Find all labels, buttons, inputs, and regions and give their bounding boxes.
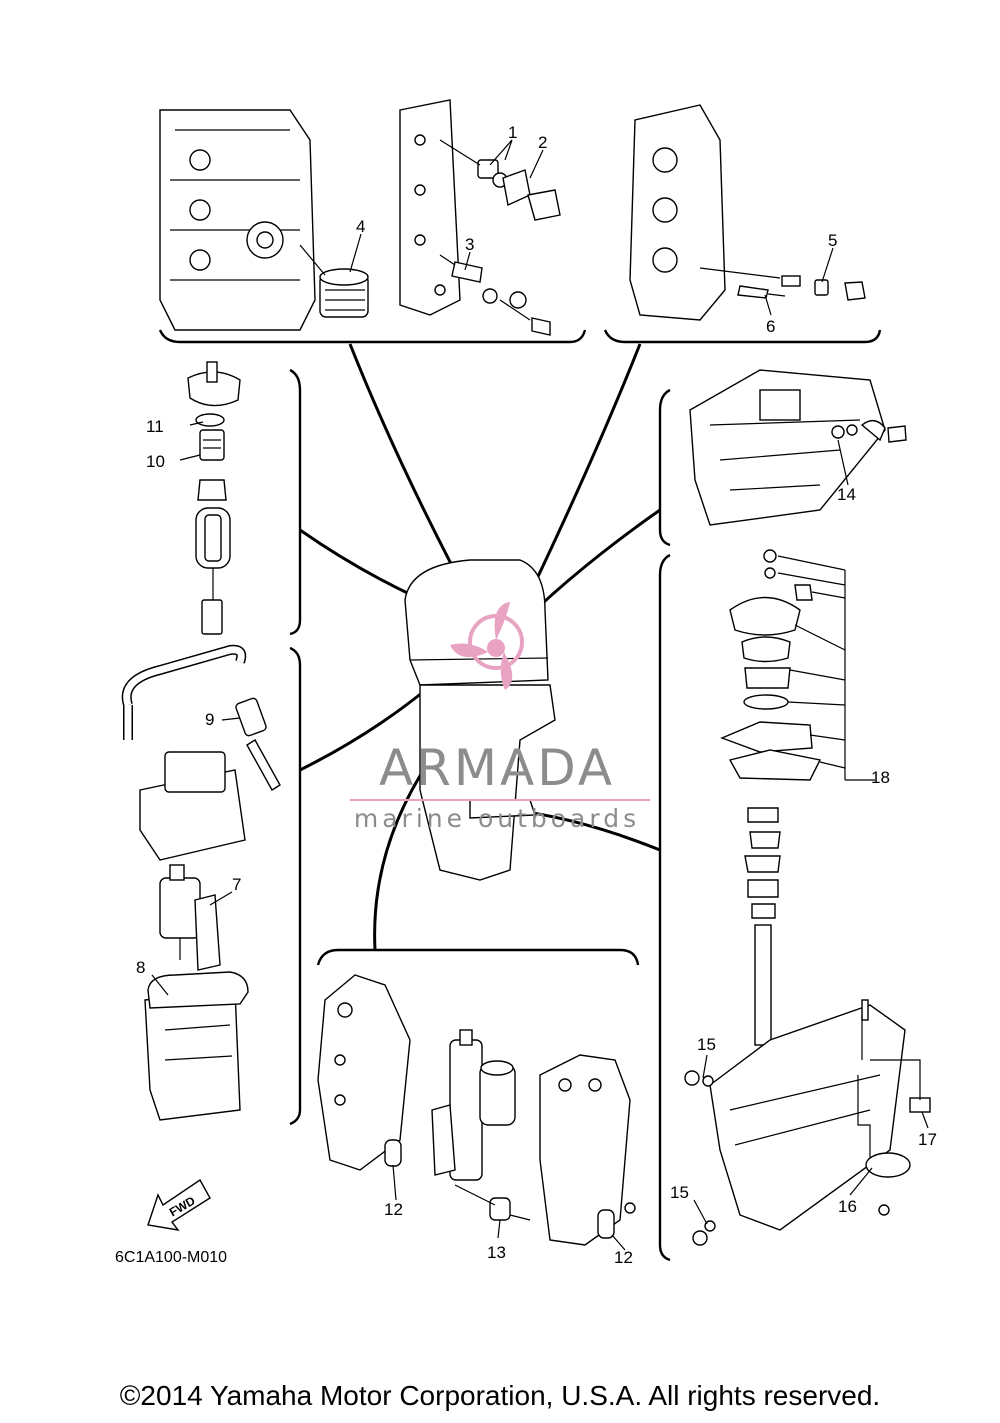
power-trim-tilt-illustration: [431, 1029, 531, 1221]
callout-17: 17: [918, 1130, 937, 1149]
callout-15a: 15: [697, 1035, 716, 1054]
copyright-notice: ©2014 Yamaha Motor Corporation, U.S.A. A…: [119, 1380, 881, 1411]
bracket-fuel-filter: [289, 368, 302, 636]
fuel-filter-illustration: [187, 361, 241, 635]
watermark-tagline: marine outboards: [354, 804, 640, 833]
clamp-bracket-right-illustration: [539, 1054, 636, 1246]
callout-8: 8: [136, 958, 145, 977]
callout-3: 3: [465, 235, 474, 254]
diagram-code: 6C1A100-M010: [115, 1249, 227, 1266]
leader-bottom: [373, 759, 432, 951]
bracket-fuel-pump: [289, 646, 302, 1126]
callout-13: 13: [487, 1243, 506, 1262]
callout-4: 4: [356, 217, 365, 236]
callout-14: 14: [837, 485, 856, 504]
water-pump-kit-illustration: [720, 549, 875, 919]
callout-6: 6: [766, 317, 775, 336]
top-bracket-right: [603, 329, 882, 344]
cylinder-head-illustration: [629, 104, 866, 321]
callout-11: 11: [146, 417, 164, 436]
vapor-separator-illustration: [121, 644, 281, 861]
callout-7: 7: [232, 875, 241, 894]
bracket-lower-case: [658, 388, 671, 547]
watermark-brand: ARMADA: [379, 739, 615, 797]
fuel-pump-illustration: [144, 864, 249, 1121]
callout-12a: 12: [384, 1200, 403, 1219]
fwd-arrow: FWD: [147, 1178, 211, 1231]
callout-18: 18: [871, 768, 890, 787]
callout-15b: 15: [670, 1183, 689, 1202]
callout-5: 5: [828, 231, 837, 250]
callout-10: 10: [146, 452, 165, 471]
clamp-bracket-illustration: [317, 974, 411, 1171]
cylinder-block-illustration: [159, 109, 316, 331]
oil-filter-illustration: [299, 244, 369, 318]
bracket-bottom-group: [316, 948, 640, 966]
armada-logo: ARMADA marine outboards: [350, 602, 650, 833]
thermostat-cover-illustration: [399, 99, 561, 336]
upper-case-illustration: [689, 369, 907, 526]
callout-9: 9: [205, 710, 214, 729]
callout-1: 1: [508, 123, 517, 142]
top-bracket-left: [158, 329, 587, 344]
lower-unit-illustration: [684, 924, 931, 1246]
callout-leaders: [151, 139, 929, 1251]
callout-2: 2: [538, 133, 547, 152]
callout-12b: 12: [614, 1248, 633, 1267]
callout-16: 16: [838, 1197, 857, 1216]
bracket-lower-unit: [658, 553, 671, 1262]
